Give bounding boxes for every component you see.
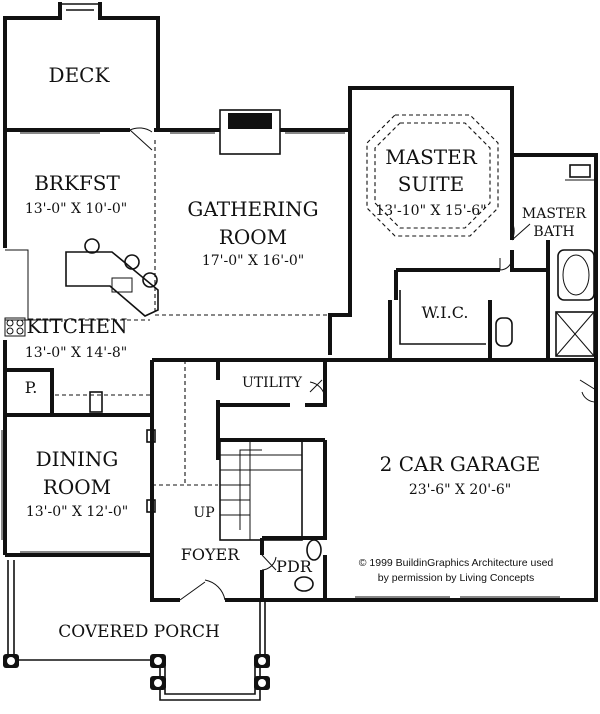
deck-label: DECK	[49, 63, 111, 87]
porch-label: COVERED PORCH	[58, 622, 220, 642]
master-suite-label-2: SUITE	[398, 172, 464, 196]
dining-label-1: DINING	[36, 447, 119, 471]
master-suite-size: 13'-10" X 15'-6"	[375, 203, 486, 219]
kitchen-island	[4, 238, 159, 337]
credit-line-2: by permission by Living Concepts	[378, 572, 534, 584]
doors	[129, 127, 597, 601]
garage-label: 2 CAR GARAGE	[380, 452, 541, 476]
kitchen-size: 13'-0" X 14'-8"	[25, 345, 127, 361]
utility-label: UTILITY	[242, 375, 303, 391]
gathering-label-1: GATHERING	[187, 197, 318, 221]
garage-size: 23'-6" X 20'-6"	[409, 482, 511, 498]
wic-label: W.I.C.	[422, 303, 469, 322]
breakfast-size: 13'-0" X 10'-0"	[25, 201, 127, 217]
windows	[1, 132, 560, 601]
stairs	[219, 439, 303, 541]
covered-porch	[3, 560, 270, 701]
master-bath-label-2: BATH	[533, 224, 574, 240]
tray-ceiling	[366, 114, 499, 237]
credit-line-1: © 1999 BuildinGraphics Architecture used	[359, 557, 554, 569]
interior-walls	[5, 155, 596, 600]
bath-fixtures	[495, 164, 595, 357]
gathering-size: 17'-0" X 16'-0"	[202, 253, 304, 269]
pdr-fixtures	[294, 539, 322, 592]
garage-details	[55, 391, 156, 513]
breakfast-label: BRKFST	[34, 171, 120, 195]
foyer-label: FOYER	[181, 545, 240, 564]
master-suite-label-1: MASTER	[385, 145, 478, 169]
pantry-label: P.	[25, 378, 38, 397]
fireplace	[219, 109, 281, 155]
gathering-label-2: ROOM	[219, 225, 287, 249]
master-bath-label-1: MASTER	[522, 206, 587, 222]
stairs-up-label: UP	[193, 505, 214, 521]
deck	[3, 2, 160, 132]
pdr-label: PDR	[276, 557, 313, 576]
dining-label-2: ROOM	[43, 475, 111, 499]
dining-size: 13'-0" X 12'-0"	[26, 504, 128, 520]
kitchen-label: KITCHEN	[26, 314, 127, 338]
exterior-walls	[3, 86, 598, 602]
